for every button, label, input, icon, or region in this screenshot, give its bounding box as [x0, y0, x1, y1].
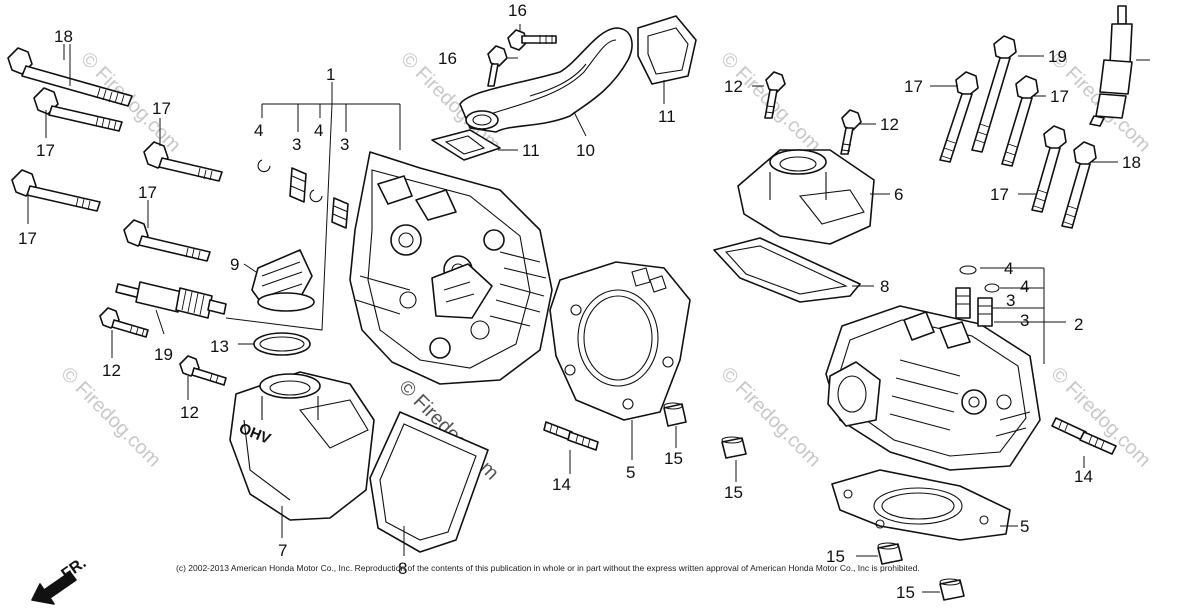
callout-18: 18 [54, 27, 73, 46]
callout-12: 12 [180, 403, 199, 422]
callout-17: 17 [152, 99, 171, 118]
head-gasket-right [831, 469, 1011, 541]
stud-bolt-right [1051, 417, 1117, 455]
callout-3: 3 [1020, 311, 1029, 330]
bolt-18-left [7, 47, 133, 107]
callout-17: 17 [1050, 87, 1069, 106]
spark-plug-left [115, 281, 227, 319]
bolt-17-lower-left [11, 169, 101, 212]
head-cover-right [737, 149, 875, 245]
callout-15: 15 [724, 483, 743, 502]
bolt-17-right-a [939, 71, 979, 163]
oil-filler-cap [251, 249, 315, 312]
callout-10: 10 [576, 141, 595, 160]
callout-16: 16 [508, 1, 527, 20]
bolt-12-right-mid [840, 109, 862, 155]
callout-4: 4 [1020, 277, 1029, 296]
dowel-pin-low-1 [877, 542, 903, 565]
callout-18: 19 [1048, 47, 1067, 66]
callout-17: 17 [904, 77, 923, 96]
bolt-17-top-left [33, 87, 123, 132]
callout-4: 4 [1004, 259, 1013, 278]
head-cover-left: OHV [229, 371, 375, 521]
callout-5: 5 [1020, 517, 1029, 536]
leader-lines [27, 24, 1150, 593]
exhaust-gasket-mid [431, 129, 501, 161]
callout-3: 3 [1006, 291, 1015, 310]
callout-5: 5 [626, 463, 635, 482]
callout-15: 15 [826, 547, 845, 566]
callout-14: 14 [1074, 467, 1093, 486]
bolt-16-lower [487, 45, 508, 87]
callout-17: 17 [138, 183, 157, 202]
callout-12: 12 [102, 361, 121, 380]
callout-17: 17 [36, 141, 55, 160]
callout-11: 11 [658, 107, 676, 126]
callout-19: 19 [154, 345, 173, 364]
callout-16: 16 [438, 49, 457, 68]
callout-8: 8 [398, 559, 407, 578]
valve-clips-pins-right [955, 265, 1000, 327]
callout-12: 12 [724, 77, 743, 96]
callout-14: 14 [552, 475, 571, 494]
bolt-16-top [507, 29, 557, 51]
callout-17: 17 [990, 185, 1009, 204]
dowel-pin-mid-2 [721, 436, 747, 459]
callout-labels: 1 2 3 3 3 3 4 4 4 4 5 5 6 7 8 8 9 10 11 … [18, 1, 1141, 602]
callout-6: 6 [894, 185, 903, 204]
callout-4: 4 [314, 121, 323, 140]
callout-3: 3 [292, 135, 301, 154]
bolt-18-right [971, 35, 1017, 153]
callout-17: 18 [1122, 153, 1141, 172]
bolt-17-right-b [1001, 75, 1039, 167]
cover-gasket-right [713, 237, 861, 303]
valve-clips-and-pins [257, 159, 349, 229]
bolt-17-center-left [123, 219, 211, 262]
cover-gasket-left [369, 411, 489, 553]
callout-2: 2 [1074, 315, 1083, 334]
callout-13: 13 [210, 337, 229, 356]
watermark: © Firedog.com [1046, 363, 1155, 472]
o-ring [253, 332, 311, 356]
callout-4: 4 [254, 121, 263, 140]
cylinder-head-right [825, 305, 1041, 471]
dowel-pin-mid-1 [663, 402, 687, 427]
bolt-12-left [99, 307, 149, 338]
callout-1: 1 [326, 65, 335, 84]
exhaust-gasket-top [637, 15, 697, 85]
bolt-17-right-c [1031, 125, 1067, 213]
copyright-notice: (c) 2002-2013 American Honda Motor Co., … [176, 563, 920, 573]
bolt-17-right-d [1061, 141, 1097, 229]
callout-15: 15 [664, 449, 683, 468]
callout-8: 8 [880, 277, 889, 296]
callout-11: 11 [522, 141, 540, 160]
callout-17: 17 [18, 229, 37, 248]
bolt-12-low-left [179, 355, 227, 386]
bolt-17-mid-left [143, 141, 223, 182]
dowel-pin-low-2 [939, 578, 965, 601]
callout-15: 15 [896, 583, 915, 602]
callout-12: 12 [880, 115, 899, 134]
front-direction-arrow: FR. [31, 555, 89, 605]
callout-3: 3 [340, 135, 349, 154]
bolt-12-right-top [764, 71, 786, 119]
cylinder-head-left [349, 151, 553, 385]
spark-plug-right [1089, 5, 1133, 127]
exhaust-pipe [459, 27, 633, 133]
head-gasket-left [549, 261, 691, 421]
stud-bolt-left [543, 421, 599, 451]
callout-9: 9 [230, 255, 239, 274]
callout-7: 7 [278, 541, 287, 560]
